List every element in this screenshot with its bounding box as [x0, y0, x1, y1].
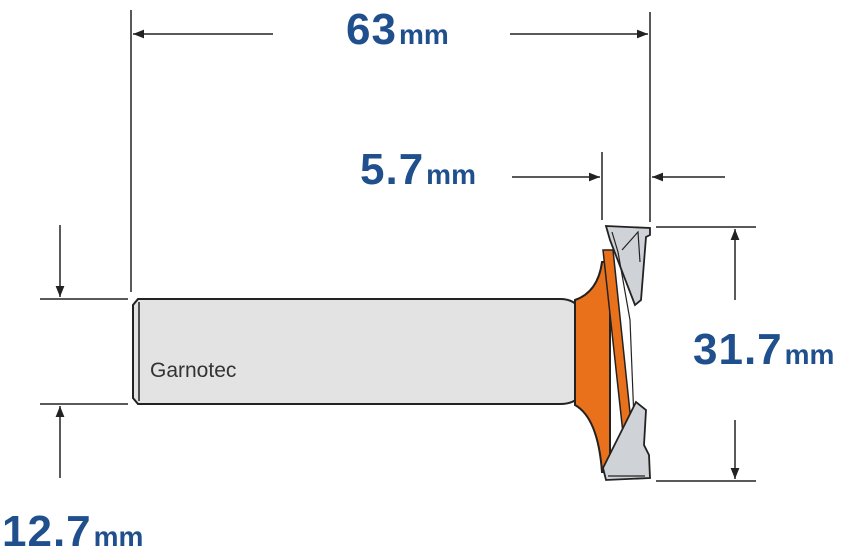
- dimension-arrows: [55, 29, 740, 479]
- overall-diameter-value: 63: [346, 5, 397, 54]
- overall-length-label: 31.7mm: [693, 328, 834, 372]
- shank-diameter-unit: mm: [93, 521, 144, 552]
- carbide-tips: [602, 225, 651, 481]
- cutter-body: [574, 249, 637, 473]
- shank: [132, 298, 581, 405]
- shank-diameter-label: 12.7mm: [2, 510, 143, 554]
- overall-diameter-label: 63mm: [346, 8, 449, 52]
- cutting-height-label: 5.7mm: [360, 148, 476, 192]
- brand-label: Garnotec: [150, 359, 237, 382]
- overall-length-unit: mm: [784, 339, 835, 370]
- cutting-height-unit: mm: [426, 159, 476, 190]
- overall-diameter-unit: mm: [398, 19, 449, 50]
- cutting-height-value: 5.7: [360, 145, 425, 194]
- overall-length-value: 31.7: [693, 325, 783, 374]
- shank-diameter-value: 12.7: [2, 507, 92, 556]
- extension-lines: [40, 10, 756, 482]
